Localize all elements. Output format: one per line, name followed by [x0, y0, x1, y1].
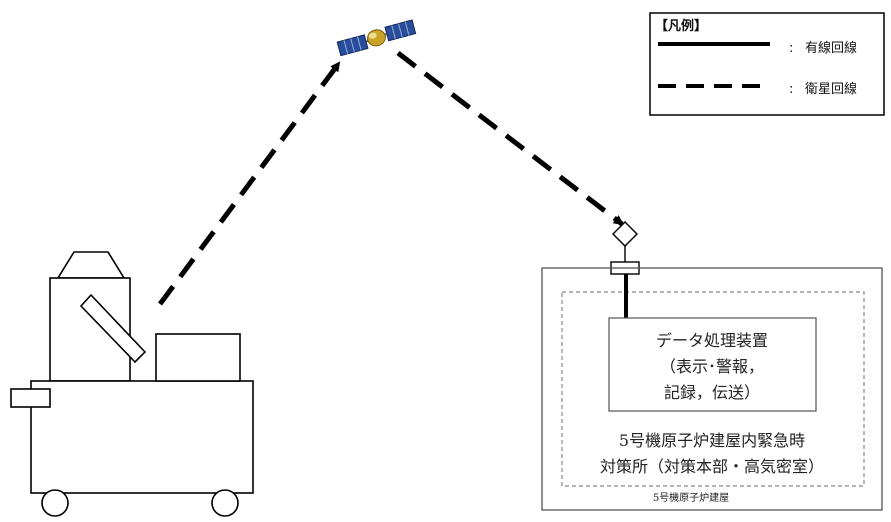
device-label-line-2: （表示･警報， [660, 357, 764, 376]
legend-solid-separator: : [789, 41, 793, 56]
legend-solid-label: 有線回線 [805, 40, 857, 56]
emergency-room-label-line-1: 5号機原子炉建屋内緊急時 [619, 431, 805, 450]
device-label-line-1: データ処理装置 [656, 331, 768, 350]
satellite-icon [336, 19, 417, 57]
satellite-downlink-dashed-arrow [396, 51, 624, 226]
legend-dashed-label: 衛星回線 [805, 81, 857, 97]
building-label: 5号機原子炉建屋 [653, 491, 729, 504]
emergency-room-dotted-frame [561, 291, 865, 487]
legend-dashed-separator: : [789, 82, 793, 97]
satellite-uplink-dashed-arrow [157, 61, 342, 306]
antenna-icon [610, 221, 640, 275]
emergency-room-label-line-2: 対策所（対策本部・高気密室） [600, 457, 824, 476]
device-label-line-3: 記録，伝送） [664, 383, 760, 402]
legend: 【凡例】 : 有線回線 : 衛星回線 [649, 12, 885, 116]
legend-frame [649, 12, 885, 116]
legend-title: 【凡例】 [655, 18, 707, 34]
data-processing-device-box [608, 317, 817, 412]
monitoring-vehicle-icon [10, 251, 254, 517]
reactor-building-frame [541, 267, 883, 511]
